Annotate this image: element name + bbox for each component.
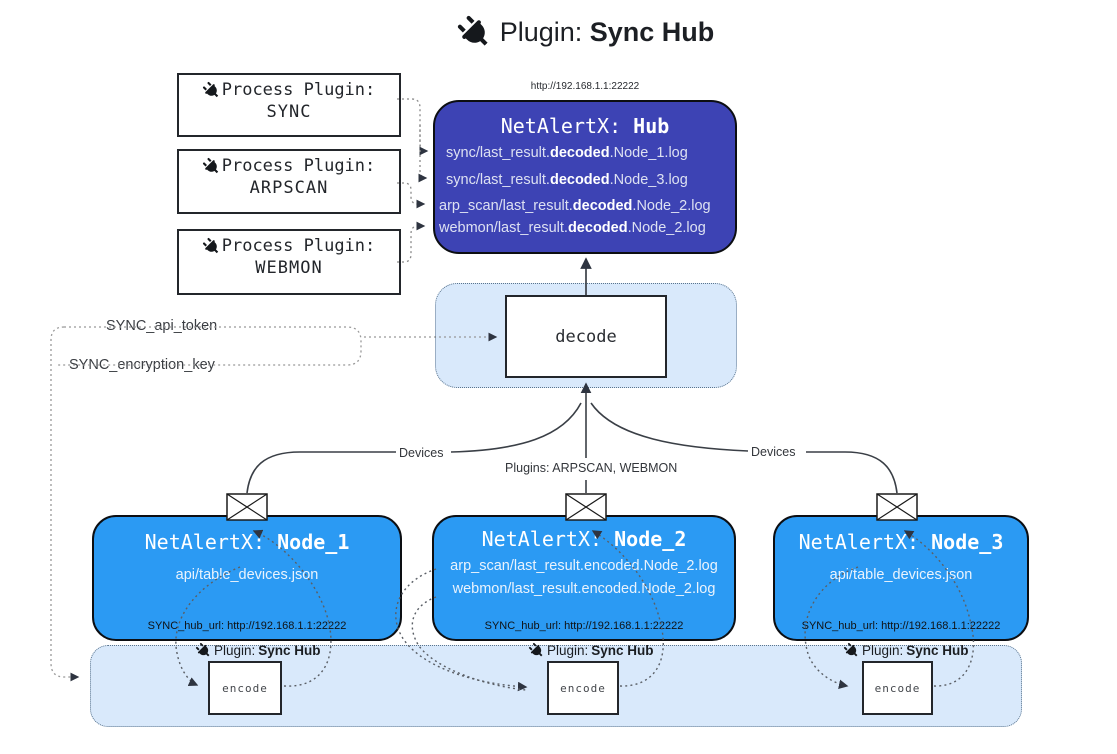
node-file: arp_scan/last_result.encoded.Node_2.log bbox=[450, 558, 718, 574]
plugin-to-hub-connectors bbox=[397, 98, 429, 263]
hub-title: NetAlertX: Hub bbox=[435, 114, 735, 138]
plug-icon bbox=[202, 157, 220, 175]
node-box-2: NetAlertX: Node_2 arp_scan/last_result.e… bbox=[432, 515, 736, 641]
node-file: api/table_devices.json bbox=[829, 567, 973, 583]
node-box-1: NetAlertX: Node_1 api/table_devices.json… bbox=[92, 515, 402, 641]
setting-sync-encryption-key: SYNC_encryption_key bbox=[66, 357, 218, 373]
encode-label: encode bbox=[874, 681, 921, 695]
node-hub-url: SYNC_hub_url: http://192.168.1.1:22222 bbox=[484, 620, 684, 632]
setting-sync-api-token: SYNC_api_token bbox=[103, 318, 221, 334]
page-title: Plugin: Sync Hub bbox=[55, 15, 1117, 49]
encode-label: encode bbox=[222, 681, 268, 695]
process-plugin-label: Process Plugin: bbox=[221, 80, 376, 100]
hub-url: http://192.168.1.1:22222 bbox=[530, 81, 640, 92]
node-box-3: NetAlertX: Node_3 api/table_devices.json… bbox=[773, 515, 1029, 641]
hub-title-name: Hub bbox=[633, 114, 670, 138]
plug-icon bbox=[195, 642, 211, 658]
node-file: webmon/last_result.encoded.Node_2.log bbox=[452, 581, 716, 597]
process-plugin-label: Process Plugin: bbox=[221, 156, 376, 176]
encode-box-2: encode bbox=[547, 661, 619, 715]
plug-icon bbox=[202, 81, 220, 99]
encode-label: encode bbox=[560, 681, 606, 695]
encoder-label-3: Plugin:Sync Hub bbox=[843, 642, 969, 658]
edge-label-devices-left: Devices bbox=[399, 446, 444, 460]
hub-log-line: sync/last_result.decoded.Node_1.log bbox=[446, 145, 688, 161]
envelope-to-decode-curves bbox=[246, 382, 898, 494]
node-title: NetAlertX: Node_3 bbox=[798, 530, 1004, 554]
process-plugin-name: WEBMON bbox=[255, 258, 323, 278]
hub-log-line: arp_scan/last_result.decoded.Node_2.log bbox=[439, 198, 711, 214]
encoder-label-2: Plugin:Sync Hub bbox=[528, 642, 654, 658]
encode-box-3: encode bbox=[862, 661, 933, 715]
decode-box: decode bbox=[505, 295, 667, 378]
decode-label: decode bbox=[555, 326, 617, 347]
plug-icon bbox=[528, 642, 544, 658]
node-title: NetAlertX: Node_1 bbox=[144, 530, 350, 554]
edge-label-devices-right: Devices bbox=[751, 445, 796, 459]
hub-box: NetAlertX: Hub sync/last_result.decoded.… bbox=[433, 100, 737, 254]
hub-log-line: webmon/last_result.decoded.Node_2.log bbox=[439, 220, 706, 236]
process-plugin-box-webmon: Process Plugin: WEBMON bbox=[177, 229, 401, 295]
process-plugin-box-arpscan: Process Plugin: ARPSCAN bbox=[177, 149, 401, 214]
plug-icon bbox=[843, 642, 859, 658]
edge-label-plugins: Plugins: ARPSCAN, WEBMON bbox=[505, 461, 678, 475]
title-name: Sync Hub bbox=[589, 17, 715, 47]
plug-icon bbox=[457, 15, 491, 49]
encoder-label-1: Plugin:Sync Hub bbox=[195, 642, 321, 658]
process-plugin-label: Process Plugin: bbox=[221, 236, 376, 256]
node-file: api/table_devices.json bbox=[175, 567, 319, 583]
encode-box-1: encode bbox=[208, 661, 282, 715]
plug-icon bbox=[202, 237, 220, 255]
title-text: Plugin: Sync Hub bbox=[500, 17, 715, 48]
node-hub-url: SYNC_hub_url: http://192.168.1.1:22222 bbox=[147, 620, 347, 632]
process-plugin-name: ARPSCAN bbox=[249, 178, 329, 198]
hub-title-label: NetAlertX: bbox=[500, 114, 622, 138]
process-plugin-name: SYNC bbox=[266, 102, 312, 122]
node-title: NetAlertX: Node_2 bbox=[481, 527, 687, 551]
node-hub-url: SYNC_hub_url: http://192.168.1.1:22222 bbox=[801, 620, 1001, 632]
title-label: Plugin: bbox=[499, 17, 583, 47]
hub-log-line: sync/last_result.decoded.Node_3.log bbox=[446, 172, 688, 188]
process-plugin-box-sync: Process Plugin: SYNC bbox=[177, 73, 401, 137]
